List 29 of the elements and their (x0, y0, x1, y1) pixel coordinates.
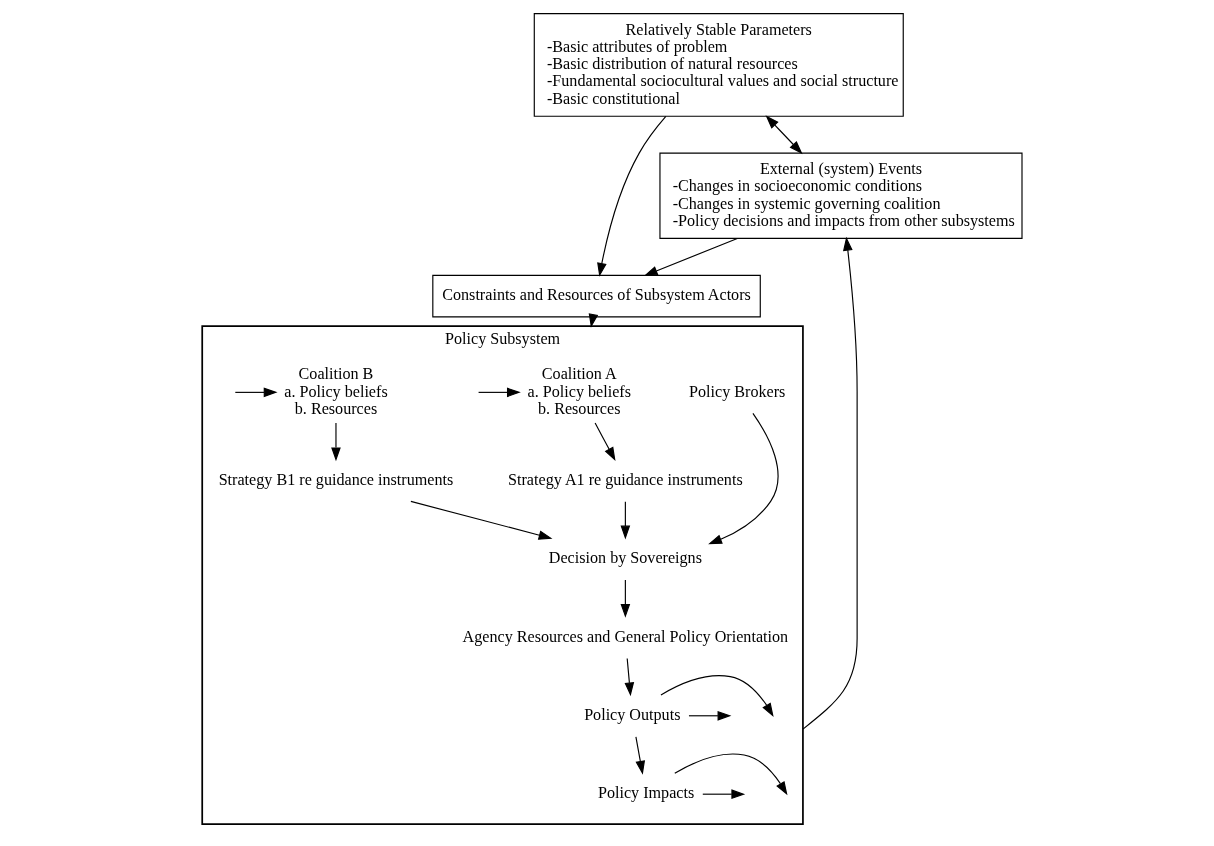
node-text: Policy Brokers (688, 382, 785, 400)
arrow (673, 753, 787, 795)
arrow (765, 114, 803, 154)
arrow (801, 236, 858, 730)
arrow (477, 387, 521, 397)
arrow (596, 115, 666, 277)
arrow (234, 387, 278, 397)
node-text: Decision by Sovereigns (548, 548, 702, 566)
arrow (409, 500, 552, 540)
arrow (330, 422, 341, 461)
node-text: Policy Impacts (597, 783, 694, 801)
node-text: Strategy A1 re guidance instruments (507, 470, 743, 488)
arrow (620, 579, 630, 618)
arrow (634, 735, 645, 775)
arrow (643, 237, 738, 276)
node-box: External (system) Events -Changes in socioeconomic conditions -Changes in systemic governing coalition -Policy decisions and impacts from other subsystems (658, 152, 1023, 239)
node-text: Coalition B a. Policy beliefs b. Resources (283, 364, 388, 417)
node-text: Policy Outputs (583, 705, 680, 723)
node-text: Strategy B1 re guidance instruments (218, 470, 453, 488)
arrow (707, 412, 779, 544)
node-text: Coalition A a. Policy beliefs b. Resources (527, 364, 631, 417)
node-box: Relatively Stable Parameters -Basic attributes of problem -Basic distribution of natural resources -Fundamental sociocultural values and social structure -Basic constitutional (533, 12, 904, 117)
arrow (659, 674, 774, 717)
arrow (701, 788, 745, 799)
arrow (594, 422, 615, 461)
arrow (624, 657, 634, 696)
node-text: Agency Resources and General Policy Orientation (462, 627, 788, 645)
arrow (687, 710, 731, 721)
arrow (620, 500, 630, 539)
